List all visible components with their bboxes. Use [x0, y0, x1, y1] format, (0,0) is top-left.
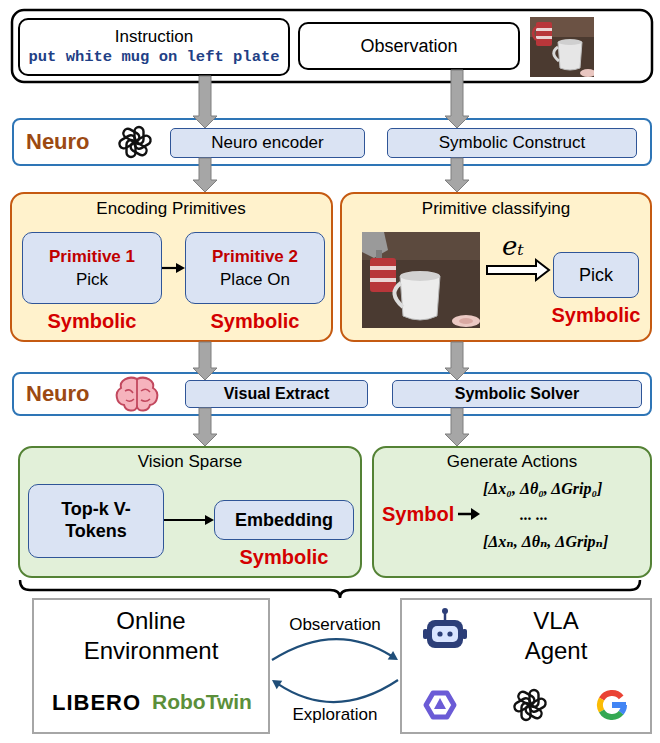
node-text: RoboTwin [152, 690, 252, 714]
text-slot: Online Environment [66, 606, 236, 666]
text-slot: ... ... [520, 506, 548, 524]
node-text: Neuro [26, 129, 90, 154]
node-text: Primitive classifying [422, 199, 570, 219]
text-slot: Encoding Primitives [21, 199, 321, 219]
group-box: Online EnvironmentLIBERO RoboTwin [32, 598, 270, 734]
text-slot: eₜ [483, 232, 543, 262]
process-box: Instruction put white mug on left plate [18, 18, 290, 76]
edge-label: Exploration [292, 705, 377, 725]
node-text: Instruction [115, 27, 193, 47]
node-text: Pick [76, 270, 108, 290]
scene-thumbnail [530, 17, 594, 77]
connector [445, 70, 469, 128]
edge-label: Observation [289, 615, 381, 635]
group-box: Generate ActionsSymbol [Δx₀, Δθ₀, ΔGrip₀]… [372, 446, 652, 578]
connector [272, 639, 398, 660]
node-text: Symbolic [552, 304, 641, 327]
bracket [20, 580, 640, 598]
text-slot: RoboTwin [152, 690, 252, 714]
node-text: Primitive 2 [212, 247, 298, 267]
text-slot: Primitive classifying [351, 199, 641, 219]
node-text: Symbolic [240, 546, 329, 569]
group-box: Vision SparseSymbolic Top-k V-Tokens Embed… [18, 446, 362, 578]
node-text: Observation [360, 36, 457, 57]
text-slot: Symbolic [219, 546, 349, 569]
node-text: Online Environment [66, 606, 236, 666]
node-text: ... ... [520, 506, 548, 524]
node-text: Encoding Primitives [96, 199, 245, 219]
input-frame [12, 10, 652, 82]
node-text: VLA Agent [511, 606, 601, 666]
text-slot: Symbolic [541, 304, 651, 327]
connector [193, 76, 217, 128]
process-box: Neuro encoder [170, 128, 365, 158]
text-slot: Neuro [26, 129, 90, 154]
text-slot: Vision Sparse [30, 452, 350, 472]
text-slot: Generate Actions [382, 452, 642, 472]
connector [445, 342, 469, 380]
node-text: Place On [220, 270, 290, 290]
node-text: Visual Extract [224, 385, 330, 403]
text-slot: Symbolic [27, 310, 157, 333]
text-slot: [Δxₙ, Δθₙ, ΔGripₙ] [483, 533, 608, 551]
openai-logo [513, 690, 547, 720]
hollow-arrow [487, 260, 549, 280]
connector [193, 408, 217, 446]
node-text: eₜ [502, 232, 524, 262]
brain-icon [117, 378, 158, 411]
node-text: [Δx₀, Δθ₀, ΔGrip₀] [483, 480, 602, 498]
node-text: Vision Sparse [138, 452, 243, 472]
connector [193, 158, 217, 192]
process-box: Pick [553, 252, 639, 298]
process-box: Top-k V-Tokens [28, 484, 164, 558]
node-text: Symbol [382, 503, 454, 526]
connector [445, 408, 469, 446]
process-box: Primitive 1 Pick [22, 232, 162, 304]
node-text: Pick [579, 265, 613, 286]
label-slot: Observation [255, 615, 415, 635]
google-logo [600, 693, 626, 717]
node-text: Symbolic Solver [455, 385, 580, 403]
node-text: Neuro encoder [211, 133, 323, 153]
process-box: Primitive 2 Place On [185, 232, 325, 304]
group-box: Neuro Visual Extract Symbolic Solver [12, 372, 652, 416]
group-box: Neuro Neuro encoder Symbolic Construct [12, 118, 652, 166]
process-box: Visual Extract [185, 380, 368, 408]
process-box: Embedding [214, 500, 354, 540]
connector [164, 515, 214, 525]
node-text: Symbolic [48, 310, 137, 333]
text-slot: Neuro [26, 381, 90, 406]
text-slot: Symbol [382, 503, 454, 526]
solid-arrow [458, 508, 480, 520]
node-text: Neuro [26, 381, 90, 406]
qwen-logo [426, 693, 454, 717]
node-text: Embedding [235, 510, 333, 531]
process-box: Symbolic Solver [392, 380, 642, 408]
process-box: Observation [298, 22, 520, 70]
text-slot: [Δx₀, Δθ₀, ΔGrip₀] [483, 480, 602, 498]
node-text: Symbolic [211, 310, 300, 333]
node-text: Generate Actions [447, 452, 577, 472]
connector [162, 263, 185, 273]
connector [193, 342, 217, 380]
label-slot: Exploration [255, 705, 415, 725]
openai-logo [118, 127, 152, 157]
connector [272, 680, 398, 702]
node-text: LIBERO [52, 690, 141, 715]
node-text: put white mug on left plate [28, 49, 279, 67]
text-slot: LIBERO [52, 690, 141, 715]
scene-photo [362, 232, 480, 328]
node-text: Primitive 1 [49, 247, 135, 267]
node-text: [Δxₙ, Δθₙ, ΔGripₙ] [483, 533, 608, 551]
text-slot: Symbolic [190, 310, 320, 333]
connector [445, 158, 469, 192]
robot-icon [423, 608, 467, 648]
text-slot: VLA Agent [511, 606, 601, 666]
node-text: Symbolic Construct [439, 133, 585, 153]
node-text: Top-k V-Tokens [46, 499, 146, 542]
process-box: Symbolic Construct [387, 128, 637, 158]
